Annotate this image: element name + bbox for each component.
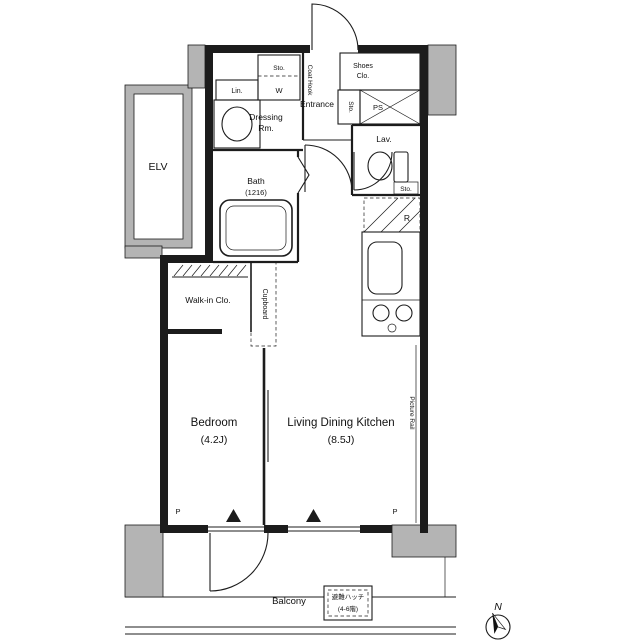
refrigerator-label: R [404, 213, 410, 223]
hanger-hatch [173, 264, 247, 277]
bath-label-1: Bath [247, 176, 265, 186]
labels: ELV Lin. Sto. W Coat Hook Shoes Clo. Ent… [148, 63, 502, 613]
shoes-closet-label-2: Clo. [357, 73, 370, 80]
evacuation-hatch-box [323, 585, 373, 621]
concrete-top-right [427, 44, 457, 116]
balcony-label: Balcony [272, 596, 306, 607]
pillar-left-label: P [175, 507, 180, 516]
stove-burner-icon [395, 304, 413, 322]
lavatory-storage-box [393, 181, 419, 195]
lavatory-storage-label: Sto. [400, 186, 412, 193]
opening-markers [226, 509, 321, 522]
walk-in-closet-label: Walk-in Clo. [185, 295, 231, 305]
ldk-size-label: (8.5J) [328, 434, 355, 446]
bath-label-2: (1216) [245, 188, 267, 197]
doors [209, 3, 393, 592]
kitchen-fixtures [361, 197, 421, 337]
balcony-structure [125, 557, 456, 635]
triangle-marker [306, 509, 321, 522]
lavatory-label: Lav. [376, 134, 391, 144]
exterior-walls [160, 45, 428, 533]
dressing-room-label-2: Rm. [258, 123, 274, 133]
storage-above-washer-label: Sto. [273, 65, 285, 72]
evacuation-hatch-label-1: 避難ハッチ [332, 592, 365, 601]
kitchen-counter [361, 231, 421, 337]
top-wall-right [358, 45, 428, 53]
compass-needle-icon [492, 612, 507, 634]
evacuation-hatch-inner [327, 589, 369, 617]
elevator-label: ELV [148, 161, 167, 173]
balcony-windows [208, 526, 360, 532]
vanity-counter [213, 99, 261, 149]
bedroom-size-label: (4.2J) [201, 434, 228, 446]
left-wall-lower [160, 255, 168, 533]
entrance-label: Entrance [300, 99, 334, 109]
entrance-door-swing [311, 3, 359, 51]
coat-hook-label: Coat Hook [306, 65, 313, 96]
cupboard-outline [250, 261, 277, 347]
entrance-storage-label: Sto. [347, 101, 354, 113]
washer-label: W [275, 86, 283, 95]
lavatory-door-swing [353, 151, 393, 191]
concrete-left-stub [124, 245, 163, 259]
dressing-room-label-1: Dressing [249, 112, 283, 122]
bedroom-label: Bedroom [191, 417, 238, 429]
compass-needle-light [492, 612, 507, 631]
linen-label: Lin. [231, 88, 242, 95]
pipe-space-label: PS [373, 103, 383, 112]
right-wall [420, 45, 428, 533]
triangle-marker [226, 509, 241, 522]
top-wall-left [205, 45, 310, 53]
elevator-cab [133, 93, 184, 240]
concrete-bottom-left [124, 524, 164, 598]
hatch-line [380, 197, 416, 233]
refrigerator-outline [363, 197, 421, 233]
vanity-basin [221, 106, 253, 142]
bottom-wall-c [360, 525, 392, 533]
bath-fixtures [219, 156, 310, 257]
picture-rail-label: Picture Rail [408, 396, 415, 430]
step-wall [160, 255, 213, 263]
closet-bedroom-wall [168, 329, 222, 334]
ldk-label: Living Dining Kitchen [287, 417, 394, 429]
compass-needle-dark [492, 613, 498, 634]
pillar-right-label: P [392, 507, 397, 516]
balcony-door-swing [209, 532, 269, 592]
washer-box [257, 54, 301, 101]
entrance-fixtures [337, 52, 421, 125]
concrete-top-left [187, 44, 206, 89]
dressing-room-fixtures [213, 54, 301, 149]
interior-walls [213, 53, 420, 525]
bottom-wall-a [160, 525, 208, 533]
stove-burner-icon [372, 304, 390, 322]
stove-burner-icon [387, 323, 397, 333]
concrete-walls [124, 44, 457, 598]
refrigerator-space [363, 197, 421, 233]
bathtub-outer [219, 199, 293, 257]
compass-north-label: N [494, 601, 502, 613]
walk-in-closet-fixtures [172, 264, 248, 278]
pipe-space-box [359, 89, 421, 125]
pipe-space-diagonal [359, 89, 421, 125]
hatch-line [398, 210, 421, 233]
hatch-line [363, 197, 399, 233]
bottom-wall-b [264, 525, 288, 533]
left-wall-upper [205, 45, 213, 263]
bathtub-inner [225, 205, 287, 251]
shoes-closet-label-1: Shoes [353, 63, 373, 70]
kitchen-sink [367, 241, 403, 295]
hall-door-swing [304, 144, 353, 193]
cupboard-label: Cupboard [261, 289, 268, 320]
evacuation-hatch [323, 585, 373, 621]
evacuation-hatch-label-2: (4-6階) [338, 604, 358, 613]
compass [485, 612, 511, 640]
bath-folding-door [297, 156, 310, 194]
